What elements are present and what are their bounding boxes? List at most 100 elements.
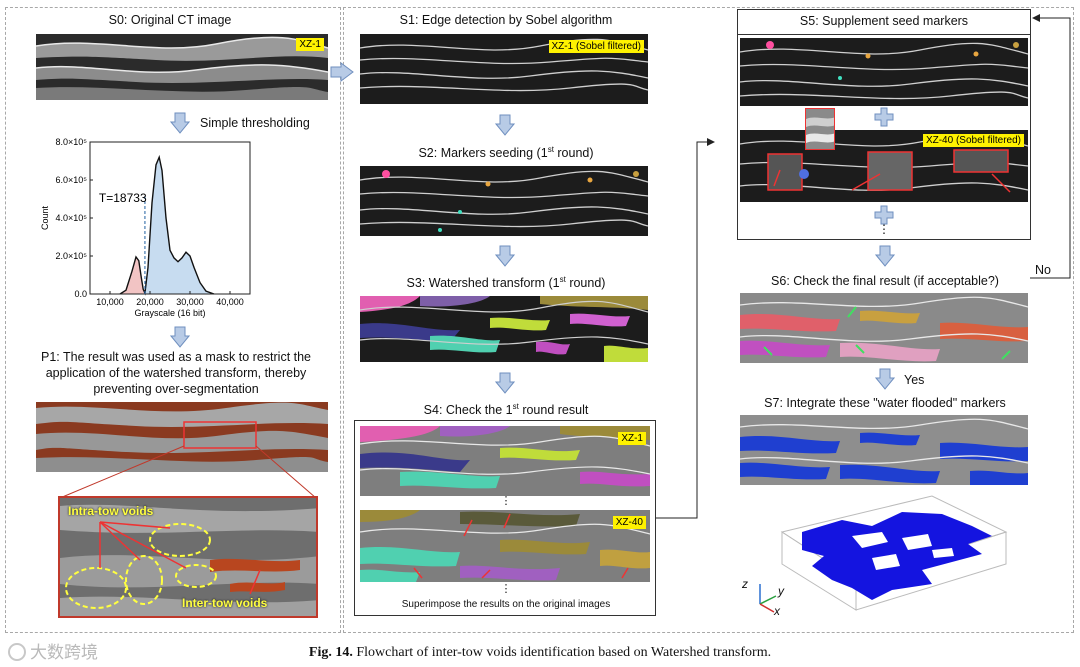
tag-xz1-sobel-s1: XZ-1 (Sobel filtered) bbox=[548, 40, 644, 53]
left-panel-frame bbox=[5, 7, 341, 633]
watermark: 大数跨境 bbox=[8, 638, 98, 663]
s4-texture-xz1 bbox=[360, 426, 650, 496]
plus-icon bbox=[874, 107, 894, 127]
step-s6-title: S6: Check the final result (if acceptabl… bbox=[771, 274, 999, 288]
ct-texture-s0 bbox=[36, 34, 328, 100]
caption-text: Flowchart of inter-tow voids identificat… bbox=[356, 645, 772, 660]
watershed-texture-s3 bbox=[360, 296, 648, 362]
axes-3d-icon bbox=[759, 584, 777, 613]
step-s5-title: S5: Supplement seed markers bbox=[799, 14, 969, 28]
y-tick-label: 2.0×10⁵ bbox=[55, 251, 87, 261]
ct-image-s0: XZ-1 bbox=[36, 34, 328, 100]
s5-title-box bbox=[737, 9, 1031, 35]
down-arrow-icon bbox=[875, 245, 895, 267]
watershed-image-s3 bbox=[360, 296, 648, 362]
tag-xz40-s4: XZ-40 bbox=[612, 516, 646, 529]
s4-text-sup: st bbox=[512, 402, 519, 411]
x-tick-label: 30,000 bbox=[176, 297, 204, 307]
s4-box bbox=[354, 420, 656, 616]
s7-image bbox=[740, 415, 1028, 485]
down-arrow-icon bbox=[170, 112, 190, 134]
mask-texture-p1 bbox=[36, 402, 328, 472]
tag-xz1-s0: XZ-1 bbox=[296, 38, 324, 51]
s4-note: Superimpose the results on the original … bbox=[401, 599, 611, 610]
s5-texture-top bbox=[740, 38, 1028, 106]
zoom-lines bbox=[59, 445, 317, 499]
down-arrow-icon bbox=[495, 245, 515, 267]
s3-text-pre: S3: Watershed transform (1 bbox=[406, 276, 560, 291]
connector-s4-s5 bbox=[656, 138, 715, 519]
tag-xz1-s4: XZ-1 bbox=[618, 432, 646, 445]
step-s0-title: S0: Original CT image bbox=[108, 13, 232, 27]
sobel-image-s1: XZ-1 (Sobel filtered) bbox=[360, 34, 648, 104]
s6-image bbox=[740, 293, 1028, 363]
step-s4-title: S4: Check the 1st round result bbox=[356, 402, 656, 417]
s3-text-post: round) bbox=[565, 276, 606, 291]
down-arrow-icon bbox=[875, 368, 895, 390]
zoom-image: Intra-tow voids Inter-tow voids bbox=[58, 496, 318, 618]
step-s1-title: S1: Edge detection by Sobel algorithm bbox=[399, 13, 613, 27]
intra-tow-voids-label: Intra-tow voids bbox=[68, 504, 154, 518]
down-arrow-icon bbox=[495, 114, 515, 136]
watermark-text: 大数跨境 bbox=[30, 643, 98, 662]
s5-zoom-patch bbox=[805, 108, 835, 150]
caption-fig-number: Fig. 14. bbox=[308, 645, 353, 660]
inter-tow-voids-label: Inter-tow voids bbox=[182, 596, 268, 610]
s2-text-post: round) bbox=[553, 146, 594, 161]
s5-image-top bbox=[740, 38, 1028, 106]
axis-z-label: z bbox=[742, 577, 748, 591]
figure-caption: Fig. 14. Flowchart of inter-tow voids id… bbox=[0, 645, 1080, 661]
s5-zoom-texture bbox=[806, 109, 834, 149]
plus-icon bbox=[874, 205, 894, 225]
mask-image-p1 bbox=[36, 402, 328, 472]
y-tick-label: 8.0×10⁵ bbox=[55, 137, 87, 147]
x-tick-label: 40,000 bbox=[216, 297, 244, 307]
s4-image-xz40: XZ-40 bbox=[360, 510, 650, 582]
y-tick-label: 4.0×10⁵ bbox=[55, 213, 87, 223]
step-s3-title: S3: Watershed transform (1st round) bbox=[356, 275, 656, 290]
histogram-area-0 bbox=[120, 256, 145, 294]
step-s7-title: S7: Integrate these "water flooded" mark… bbox=[764, 396, 1006, 410]
s3-text-sup: st bbox=[559, 275, 566, 284]
p1-line-2: application of the watershed transform, … bbox=[45, 366, 307, 380]
y-tick-label: 6.0×10⁵ bbox=[55, 175, 87, 185]
connector-no-loop bbox=[1030, 14, 1071, 279]
x-tick-label: 10,000 bbox=[96, 297, 124, 307]
ellipsis-s4-top: ⋮ bbox=[500, 495, 512, 507]
ellipsis-s4-bottom: ⋮ bbox=[500, 583, 512, 595]
down-arrow-icon bbox=[495, 372, 515, 394]
tag-xz40-sobel-s5: XZ-40 (Sobel filtered) bbox=[922, 134, 1024, 147]
s4-text-pre: S4: Check the 1 bbox=[423, 403, 513, 418]
zoom-texture bbox=[60, 498, 316, 616]
threshold-label: T=18733 bbox=[99, 191, 147, 205]
markers-texture-s2 bbox=[360, 166, 648, 236]
watermark-logo-icon bbox=[8, 643, 26, 661]
axis-x-label: x bbox=[774, 604, 780, 618]
markers-image-s2 bbox=[360, 166, 648, 236]
s2-text-sup: st bbox=[547, 145, 554, 154]
y-axis-label: Count bbox=[40, 206, 50, 231]
s4-image-xz1: XZ-1 bbox=[360, 426, 650, 496]
x-axis-label: Grayscale (16 bit) bbox=[134, 308, 205, 318]
right-arrow-icon bbox=[330, 62, 354, 82]
x-tick-label: 20,000 bbox=[136, 297, 164, 307]
voids-3d-render bbox=[780, 495, 1008, 611]
down-arrow-icon bbox=[170, 326, 190, 348]
step-s2-title: S2: Markers seeding (1st round) bbox=[356, 145, 656, 160]
axis-y-label: y bbox=[778, 584, 784, 598]
histogram-outline bbox=[119, 154, 215, 296]
s4-text-post: round result bbox=[518, 403, 589, 418]
s2-text-pre: S2: Markers seeding (1 bbox=[418, 146, 548, 161]
ellipsis-s5: ⋮ bbox=[878, 222, 890, 236]
p1-line-3: preventing over-segmentation bbox=[93, 382, 259, 396]
y-tick-label: 0.0 bbox=[74, 289, 87, 299]
middle-panel-frame bbox=[343, 7, 1074, 633]
s6-texture bbox=[740, 293, 1028, 363]
s4-texture-xz40 bbox=[360, 510, 650, 582]
histogram-chart: T=18733 0.0 2.0×10⁵ 4.0×10⁵ 6.0×10⁵ 8.0×10⁵ 10… bbox=[40, 137, 251, 318]
thresholding-label: Simple thresholding bbox=[200, 116, 310, 130]
s5-image-xz40: XZ-40 (Sobel filtered) bbox=[740, 130, 1028, 202]
yes-label: Yes bbox=[904, 373, 925, 387]
p1-line-1: P1: The result was used as a mask to res… bbox=[40, 350, 312, 364]
histogram-area-1 bbox=[144, 157, 214, 294]
